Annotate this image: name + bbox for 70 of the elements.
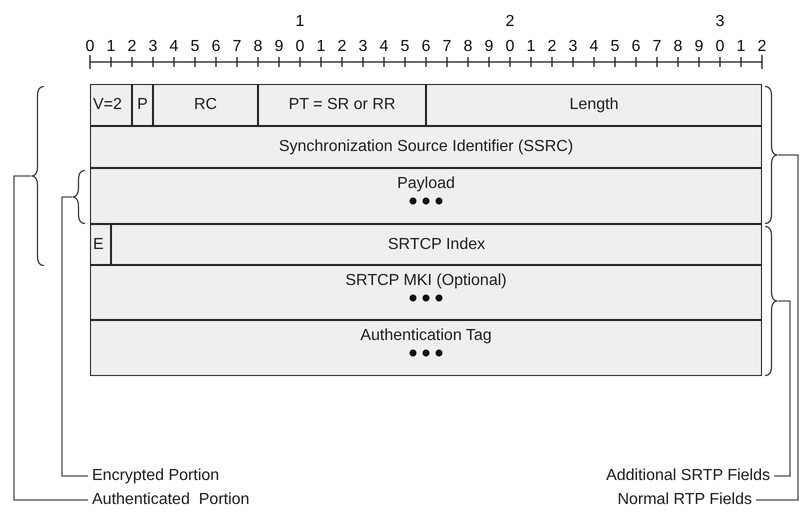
curly-bracket [72,170,85,224]
field-name: SRTCP Index [388,234,486,254]
packet-field [426,84,762,126]
packet-field [90,265,762,320]
leader-line [13,175,88,501]
bit-number: 0 [84,38,96,56]
field-name: Length [570,95,618,115]
bit-number: 2 [546,38,558,56]
field-name: V=2 [93,95,122,115]
curly-bracket [31,86,44,266]
bracket-caption: Additional SRTP Fields [592,466,770,486]
bit-number: 9 [694,38,704,56]
packet-field [153,84,258,126]
bit-number: 5 [190,38,200,56]
bit-number: 0 [504,38,516,56]
packet-field [258,84,426,126]
curly-bracket [765,86,778,224]
bit-number: 1 [736,38,746,56]
bit-number: 3 [714,13,726,31]
bit-number: 2 [336,38,348,56]
curly-bracket [765,226,778,376]
bit-number: 8 [252,38,264,56]
field-name: Authentication Tag [360,326,492,346]
leader-line [756,154,799,501]
packet-field [90,84,132,126]
bit-number: 9 [274,38,284,56]
packet-field [90,168,762,224]
bit-number: 2 [126,38,138,56]
bit-number: 2 [756,38,768,56]
leader-line [774,300,791,477]
bit-number: 7 [232,38,242,56]
bit-number: 3 [148,38,158,56]
leader-line [61,196,88,477]
field-name: RC [194,95,218,115]
bit-number: 8 [672,38,684,56]
bit-number: 1 [526,38,536,56]
field-name: Synchronization Source Identifier (SSRC) [278,137,574,157]
bit-number: 2 [504,13,516,31]
bit-number: 7 [442,38,452,56]
bit-number: 6 [630,38,642,56]
bracket-caption: Normal RTP Fields [610,490,752,510]
packet-field [90,224,111,265]
bit-number: 3 [568,38,578,56]
bit-number: 3 [358,38,368,56]
bit-number: 8 [462,38,474,56]
bit-number: 5 [400,38,410,56]
field-name: PT = SR or RR [288,95,396,115]
packet-field [90,126,762,168]
field-name: P [137,95,148,115]
bit-number: 1 [294,13,306,31]
bit-number: 0 [294,38,306,56]
bracket-caption: Encrypted Portion [92,466,232,486]
bit-number: 5 [610,38,620,56]
bit-number: 4 [168,38,180,56]
bit-number: 1 [316,38,326,56]
packet-field [90,320,762,376]
field-name: Payload [397,174,455,194]
bit-number: 1 [106,38,116,56]
bit-number: 6 [210,38,222,56]
bracket-caption: Authenticated Portion [92,490,252,510]
packet-field [111,224,762,265]
bit-number: 4 [378,38,390,56]
bit-number: 9 [484,38,494,56]
packet-field [132,84,153,126]
bit-number: 6 [420,38,432,56]
bit-number: 4 [588,38,600,56]
field-name: E [93,234,104,254]
bit-number: 7 [652,38,662,56]
bit-number: 0 [714,38,726,56]
field-name: SRTCP MKI (Optional) [345,271,507,291]
